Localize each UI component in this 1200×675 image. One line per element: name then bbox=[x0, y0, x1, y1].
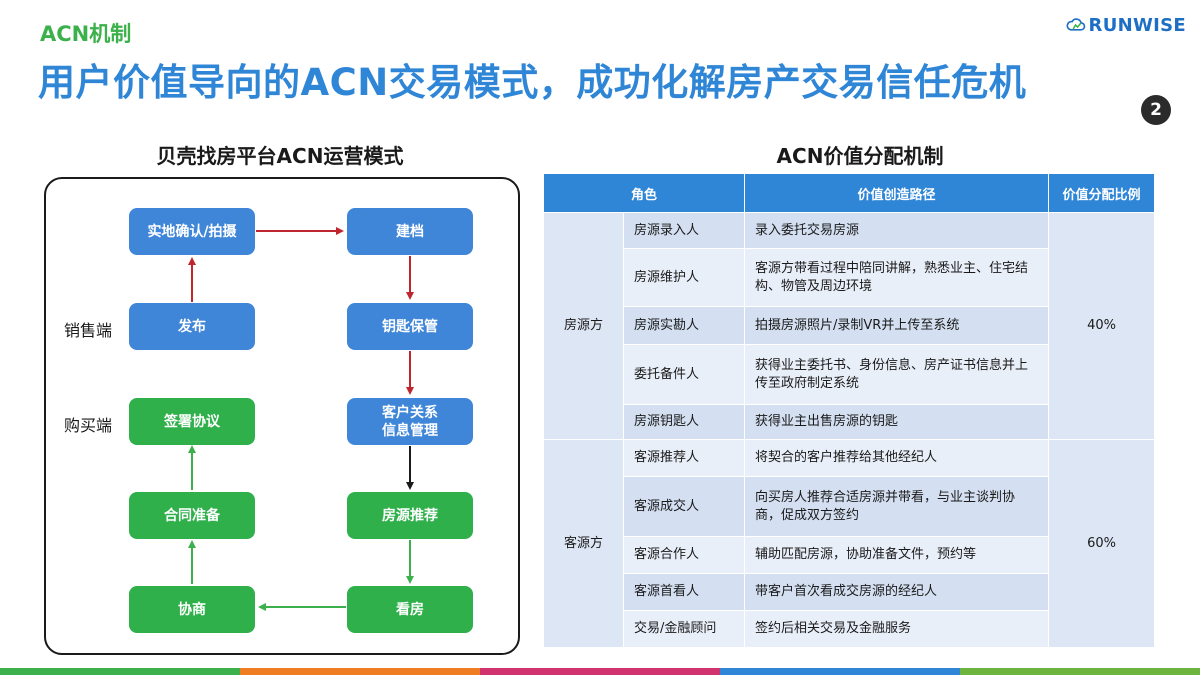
bottom-bar-segment bbox=[240, 668, 480, 675]
role-cell: 客源首看人 bbox=[622, 573, 746, 611]
node-keys: 钥匙保管 bbox=[347, 303, 473, 350]
node-recommend: 房源推荐 bbox=[347, 492, 473, 539]
value-distribution-table: 角色 价值创造路径 价值分配比例 房源方 房源录入人 录入委托交易房源 40% … bbox=[542, 173, 1156, 648]
side-label-sales: 销售端 bbox=[64, 321, 113, 340]
table-row: 房源方 房源录入人 录入委托交易房源 40% bbox=[543, 212, 1156, 440]
path-cell: 带客户首次看成交房源的经纪人 bbox=[744, 573, 1050, 611]
table-row: 客源首看人 带客户首次看成交房源的经纪人 bbox=[544, 573, 1155, 611]
path-cell: 获得业主委托书、身份信息、房产证书信息并上传至政府制定系统 bbox=[744, 344, 1050, 405]
bottom-color-bar bbox=[0, 668, 1200, 675]
path-cell: 客源方带看过程中陪同讲解，熟悉业主、住宅结构、物管及周边环境 bbox=[744, 248, 1050, 307]
node-sign: 签署协议 bbox=[129, 398, 255, 445]
path-cell: 获得业主出售房源的钥匙 bbox=[744, 404, 1050, 440]
path-cell: 签约后相关交易及金融服务 bbox=[744, 610, 1050, 648]
table-row: 客源合作人 辅助匹配房源，协助准备文件，预约等 bbox=[544, 536, 1155, 574]
bottom-bar-segment bbox=[480, 668, 720, 675]
role-cell: 房源录入人 bbox=[622, 212, 746, 249]
flow-title: 贝壳找房平台ACN运营模式 bbox=[156, 144, 404, 168]
bottom-bar-segment bbox=[960, 668, 1200, 675]
role-cell: 房源钥匙人 bbox=[622, 404, 746, 440]
path-cell: 拍摄房源照片/录制VR并上传至系统 bbox=[744, 306, 1050, 345]
header-path: 价值创造路径 bbox=[744, 173, 1050, 213]
role-cell: 客源合作人 bbox=[622, 536, 746, 574]
logo: RUNWISE bbox=[1066, 10, 1186, 40]
node-viewing: 看房 bbox=[347, 586, 473, 633]
logo-text: RUNWISE bbox=[1088, 14, 1186, 36]
cloud-logo-icon bbox=[1066, 18, 1086, 31]
side-label-purchase: 购买端 bbox=[64, 416, 113, 435]
role-cell: 客源成交人 bbox=[622, 476, 746, 537]
group-name: 房源方 bbox=[543, 212, 624, 440]
group-name: 客源方 bbox=[543, 439, 624, 648]
table-row: 委托备件人 获得业主委托书、身份信息、房产证书信息并上传至政府制定系统 bbox=[544, 344, 1155, 405]
node-publish: 发布 bbox=[129, 303, 255, 350]
path-cell: 向买房人推荐合适房源并带看，与业主谈判协商，促成双方签约 bbox=[744, 476, 1050, 537]
role-cell: 房源实勘人 bbox=[622, 306, 746, 345]
section-tag: ACN机制 bbox=[40, 22, 132, 46]
node-confirm: 实地确认/拍摄 bbox=[129, 208, 255, 255]
header-role: 角色 bbox=[542, 173, 746, 213]
node-negotiate: 协商 bbox=[129, 586, 255, 633]
node-contract: 合同准备 bbox=[129, 492, 255, 539]
table-row: 房源实勘人 拍摄房源照片/录制VR并上传至系统 bbox=[544, 306, 1155, 345]
path-cell: 辅助匹配房源，协助准备文件，预约等 bbox=[744, 536, 1050, 574]
bottom-bar-segment bbox=[0, 668, 240, 675]
node-crm: 客户关系 信息管理 bbox=[347, 398, 473, 445]
role-cell: 房源维护人 bbox=[622, 248, 746, 307]
table-row: 房源维护人 客源方带看过程中陪同讲解，熟悉业主、住宅结构、物管及周边环境 bbox=[544, 248, 1155, 307]
ratio-cell: 40% bbox=[1048, 212, 1156, 440]
node-archive: 建档 bbox=[347, 208, 473, 255]
table-row: 客源方 客源推荐人 将契合的客户推荐给其他经纪人 60% bbox=[543, 439, 1156, 648]
bottom-bar-segment bbox=[720, 668, 960, 675]
path-cell: 录入委托交易房源 bbox=[744, 212, 1050, 249]
header-ratio: 价值分配比例 bbox=[1048, 173, 1156, 213]
flow-frame bbox=[44, 177, 520, 655]
role-cell: 委托备件人 bbox=[622, 344, 746, 405]
table-title: ACN价值分配机制 bbox=[776, 144, 944, 168]
ratio-cell: 60% bbox=[1048, 439, 1156, 648]
role-cell: 客源推荐人 bbox=[622, 439, 746, 477]
role-cell: 交易/金融顾问 bbox=[622, 610, 746, 648]
table-row: 交易/金融顾问 签约后相关交易及金融服务 bbox=[544, 610, 1155, 648]
path-cell: 将契合的客户推荐给其他经纪人 bbox=[744, 439, 1050, 477]
table-header-row: 角色 价值创造路径 价值分配比例 bbox=[542, 173, 1156, 213]
page-number-badge: 2 bbox=[1141, 95, 1171, 125]
table-row: 客源成交人 向买房人推荐合适房源并带看，与业主谈判协商，促成双方签约 bbox=[544, 476, 1155, 537]
table-row: 房源钥匙人 获得业主出售房源的钥匙 bbox=[544, 404, 1155, 440]
page-title: 用户价值导向的ACN交易模式，成功化解房产交易信任危机 bbox=[38, 61, 1027, 104]
